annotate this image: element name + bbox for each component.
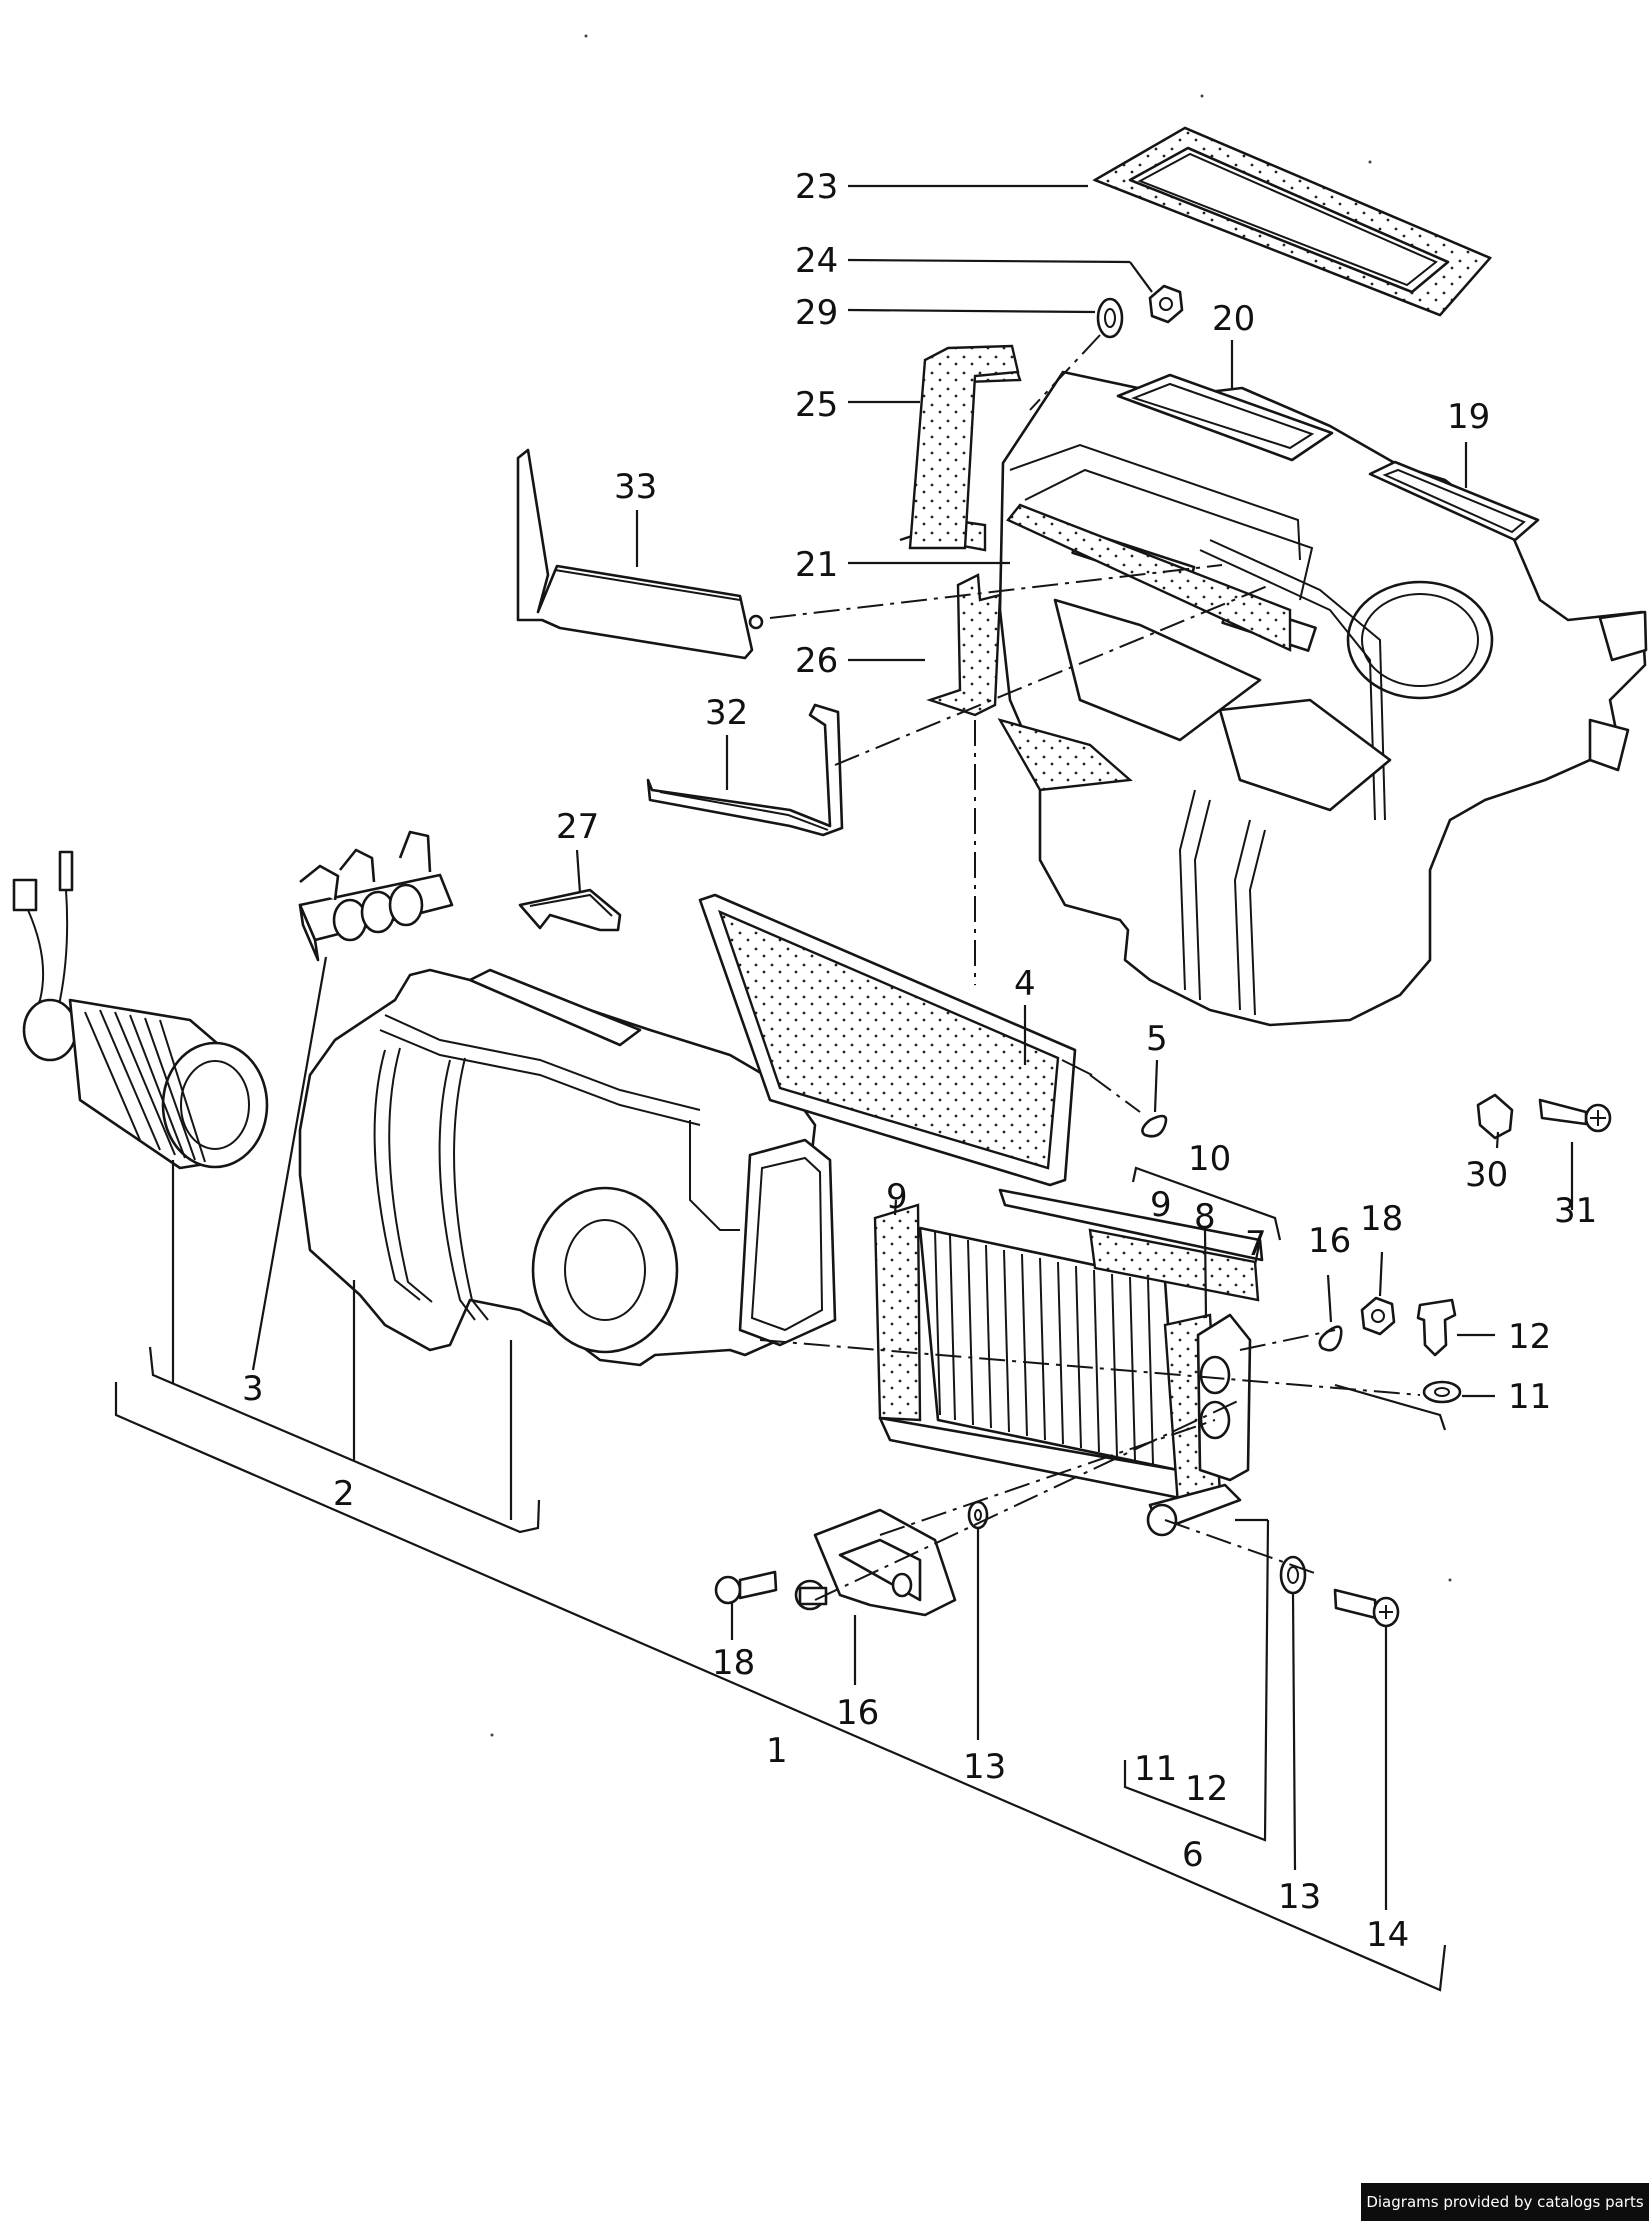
callout-2: 2: [333, 1474, 355, 1514]
part-1-blower-housing: [298, 968, 837, 1367]
callout-4: 4: [1014, 964, 1036, 1004]
part-12-grommet: [1416, 1298, 1457, 1357]
callout-11-bottom: 11: [1134, 1749, 1177, 1789]
callout-16: 16: [836, 1693, 879, 1733]
callout-18: 18: [712, 1643, 755, 1683]
group-brackets: [114, 1160, 1447, 1992]
callout-30: 30: [1465, 1155, 1508, 1195]
part-29-nut: [1148, 284, 1184, 324]
part-20-nut: [1360, 1296, 1396, 1336]
part-9-10-evaporator-core: [873, 1188, 1264, 1537]
callout-11-right: 11: [1508, 1377, 1551, 1417]
callout-27: 27: [556, 807, 599, 847]
callout-25: 25: [795, 385, 838, 425]
part-33-bracket: [516, 448, 764, 660]
part-11-washer: [1422, 1380, 1462, 1404]
callout-31: 31: [1554, 1191, 1597, 1231]
part-5-clip: [1141, 1114, 1168, 1138]
speckle: [490, 34, 1452, 1737]
callout-6: 6: [1182, 1835, 1204, 1875]
callout-labels: 23 24 29 20 19 25 33 21 26 32 27 4 5 10 …: [242, 167, 1597, 1955]
callout-15: 13: [963, 1747, 1006, 1787]
callout-9-evaporator: 9: [1150, 1185, 1172, 1225]
callout-22: 20: [1212, 299, 1255, 339]
part-30-clip: [1476, 1093, 1514, 1140]
callout-29: 24: [795, 241, 838, 281]
callout-8: 8: [1194, 1197, 1216, 1237]
part-27-clip: [518, 888, 622, 932]
callout-12-right: 12: [1508, 1317, 1551, 1357]
part-25-seal-strip: [899, 344, 1022, 552]
assembly-lines: [759, 334, 1421, 1601]
callout-10: 10: [1188, 1139, 1231, 1179]
part-31-screw: [1538, 1098, 1612, 1133]
part-13-washer: [1279, 1555, 1307, 1595]
callout-19: 16: [1308, 1221, 1351, 1261]
part-14-bolt: [1333, 1588, 1400, 1628]
callout-28: 29: [795, 293, 838, 333]
part-16-valve-block: [794, 1508, 957, 1617]
part-2-blower-motor: [12, 850, 269, 1170]
credit-footer: Diagrams provided by catalogs parts: [1361, 2183, 1649, 2221]
callout-23: 21: [795, 545, 838, 585]
callout-21: 19: [1447, 397, 1490, 437]
part-4-filter-panel: [698, 893, 1093, 1187]
callout-9-seal: 9: [886, 1177, 908, 1217]
part-28-washer: [1096, 297, 1124, 339]
callout-1: 1: [766, 1731, 788, 1771]
part-23-filter: [1006, 503, 1292, 652]
part-32-wire-bracket: [646, 703, 844, 837]
part-18-bolt: [714, 1570, 778, 1605]
part-21-22-upper-housing: [997, 370, 1648, 1027]
part-26-seal-strip: [926, 573, 1002, 717]
callout-12-bottom: 12: [1185, 1769, 1228, 1809]
callout-20: 18: [1360, 1199, 1403, 1239]
callout-24: 23: [795, 167, 838, 207]
part-19-clip: [1318, 1325, 1343, 1352]
callout-3: 3: [242, 1369, 264, 1409]
callout-26: 26: [795, 641, 838, 681]
callout-33: 33: [614, 467, 657, 507]
callout-7: 7: [1245, 1224, 1267, 1264]
callout-32: 32: [705, 693, 748, 733]
leader-lines: [251, 184, 1574, 1910]
callout-13: 13: [1278, 1877, 1321, 1917]
callout-5: 5: [1146, 1019, 1168, 1059]
part-24-frame-seal: [1092, 126, 1492, 317]
part-3-resistor: [298, 830, 454, 962]
callout-14: 14: [1366, 1915, 1409, 1955]
